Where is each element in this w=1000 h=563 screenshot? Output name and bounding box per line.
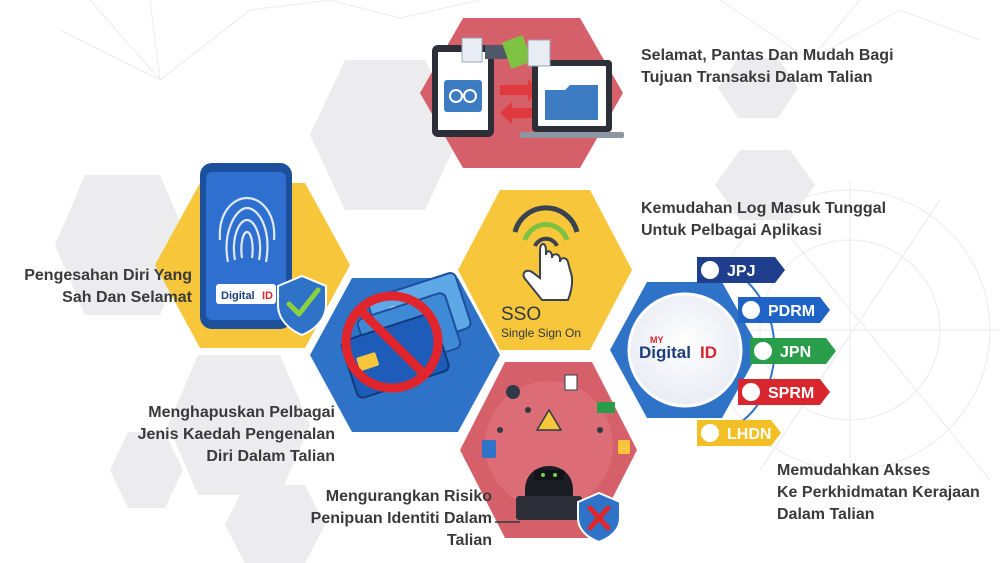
caption-line: Sah Dan Selamat [62,289,192,306]
grey-hex [225,485,325,563]
reduce-fraud-hexagon [460,362,637,544]
grey-hex [55,175,190,315]
document-icon [527,39,551,67]
caption-line: Penipuan Identiti Dalam [310,510,492,527]
caption-line: Dalam Talian [777,506,875,523]
agency-list: JPJ PDRM JPN SPRM LHDN [697,257,836,446]
agency-tag-pdrm: PDRM [738,297,830,323]
agency-tag-jpj: JPJ [697,257,785,283]
gov-services-hexagon: MY Digital ID [610,282,760,418]
caption-line: Jenis Kaedah Pengenalan [137,426,335,443]
mydigitalid-suffix: ID [700,343,717,362]
badge-icon [740,381,762,403]
lock-icon [618,440,630,454]
signal-arc-icon [522,222,570,241]
mydigitalid-name: Digital [639,343,691,362]
fingerprint-icon [218,196,276,263]
mydigitalid-logo [216,284,276,304]
caption-line: Diri Dalam Talian [206,448,335,465]
agency-tag-shape [697,257,785,283]
grey-hex [715,150,815,220]
grey-hex [110,432,183,508]
laptop-icon [516,496,582,520]
agency-label: LHDN [727,426,771,443]
caption-line: Pengesahan Diri Yang [24,267,192,284]
sso-title: SSO [501,304,541,325]
mydigitalid-badge [627,292,743,408]
caption-line: Tujuan Transaksi Dalam Talian [641,69,873,86]
folder-icon [485,45,507,59]
agency-tag-shape [738,379,830,405]
caption-secure-transactions: Selamat, Pantas Dan Mudah Bagi Tujuan Tr… [641,45,894,89]
prohibited-icon [341,291,443,393]
grey-hex [718,58,798,118]
grey-hex [168,355,310,495]
caption-line: Selamat, Pantas Dan Mudah Bagi [641,47,894,64]
single-sign-on-hexagon: SSO Single Sign On [458,190,632,350]
car-icon [699,259,721,281]
caption-identity-verification: Pengesahan Diri Yang Sah Dan Selamat [24,265,192,309]
agency-label: JPN [780,344,811,361]
id-card-icon [752,340,774,362]
threat-icons [497,374,603,433]
transfer-arrow-icon [500,79,540,101]
agency-tag-sprm: SPRM [738,379,830,405]
caption-gov-services: Memudahkan Akses Ke Perkhidmatan Kerajaa… [777,460,980,526]
sso-subtitle: Single Sign On [501,326,581,340]
transfer-arrow-icon [500,102,540,124]
caption-remove-id-methods: Menghapuskan Pelbagai Jenis Kaedah Penge… [138,402,335,468]
background-hexagons [55,58,815,563]
background-network [59,0,1000,481]
mydigitalid-prefix: MY [650,335,664,345]
secure-transactions-hexagon [420,18,624,168]
document-icon [564,374,578,391]
caption-line: Menghapuskan Pelbagai [148,404,335,421]
chart-icon [699,422,721,444]
caption-line: Ke Perkhidmatan Kerajaan [777,484,980,501]
caption-line: Kemudahan Log Masuk Tunggal [641,200,887,217]
caption-single-sign-on: Kemudahan Log Masuk Tunggal Untuk Pelbag… [641,198,886,242]
hand-tap-icon [522,243,574,301]
agency-tag-lhdn: LHDN [697,420,781,446]
shield-lock-icon [482,440,496,458]
caption-reduce-fraud: Mengurangkan Risiko Penipuan Identiti Da… [311,486,492,552]
mydigitalid-logo-text: Digital [221,290,255,302]
gear-icon [506,385,520,399]
police-icon [740,299,762,321]
caption-line: Memudahkan Akses [777,462,931,479]
agency-label: SPRM [768,385,814,402]
agency-tag-shape [738,297,830,323]
identity-verification-hexagon: Digital ID [155,163,350,348]
mydigitalid-logo-suffix: ID [262,290,273,302]
document-icon [501,35,533,69]
card-icon [597,402,615,413]
grey-hex [310,60,460,210]
document-icon [461,37,483,63]
signal-arc-icon [512,205,580,233]
caption-line: Untuk Pelbagai Aplikasi [641,222,822,239]
remove-id-methods-hexagon [310,272,500,432]
warning-icon [535,408,563,431]
caption-line: Talian [446,532,492,549]
agency-tag-jpn: JPN [750,338,836,364]
agency-label: JPJ [727,263,755,280]
caption-line: Mengurangkan Risiko [325,488,492,505]
agency-label: PDRM [768,303,815,320]
shield-check-icon [277,274,327,337]
